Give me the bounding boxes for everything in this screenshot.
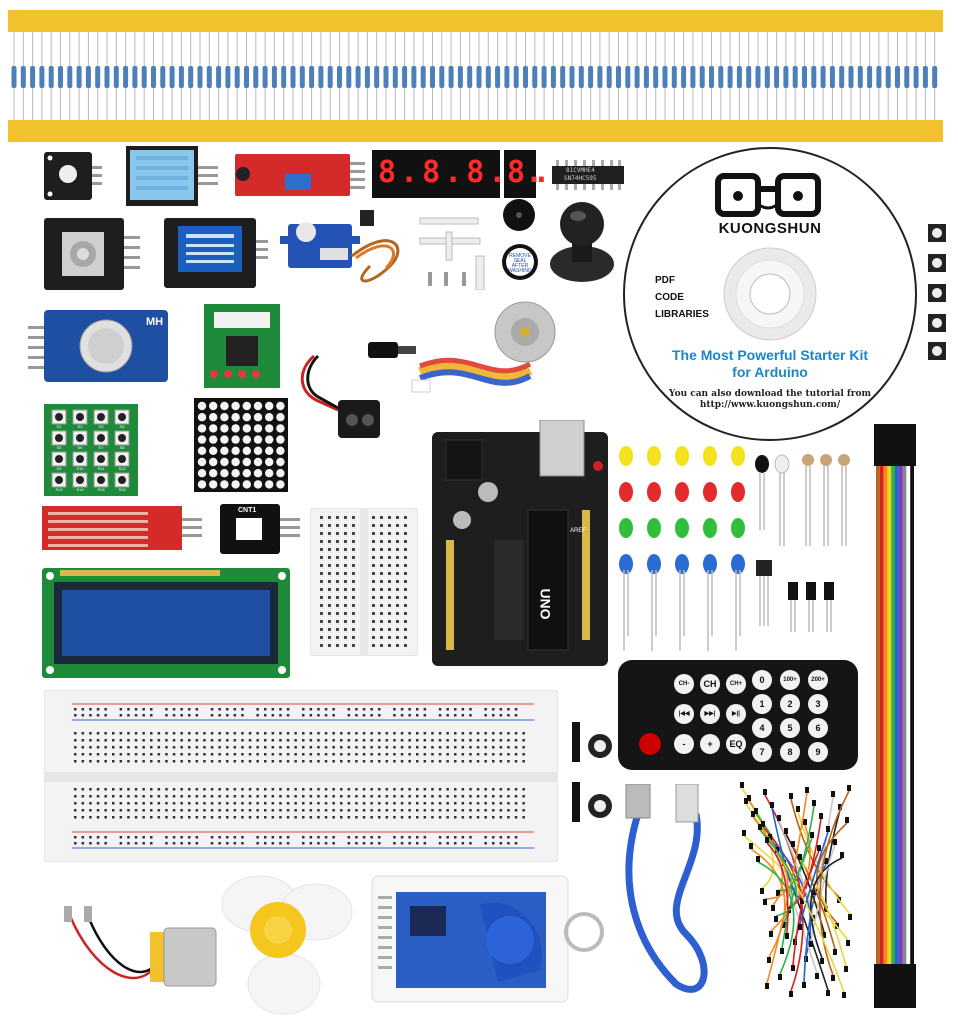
sound-sensor-label: CNT1 [238, 507, 257, 514]
cd-note-line1: You can also download the tutorial from [668, 389, 872, 399]
joystick-module [548, 198, 616, 286]
remote-key[interactable]: 5 [780, 718, 800, 738]
remote-key[interactable]: 6 [808, 718, 828, 738]
led-matrix [194, 398, 288, 492]
keypad-key-label: S16 [118, 487, 126, 492]
remote-key[interactable]: 2 [780, 694, 800, 714]
chip-label-1: 81CVMHE4 [566, 167, 595, 174]
keypad-key-label: S1 [56, 424, 62, 429]
buzzer-sticker-4: WASHING [508, 268, 532, 274]
remote-key[interactable]: + [700, 734, 720, 754]
buzzer-sticker-3: AFTER [511, 263, 529, 269]
relay-module [164, 218, 268, 288]
remote-key[interactable]: 100+ [780, 670, 800, 690]
active-buzzer: REMOVE SEAL AFTER WASHING [500, 242, 540, 282]
cd-list-pdf: PDF [655, 275, 675, 286]
remote-key[interactable]: 200+ [808, 670, 828, 690]
ir-receiver-and-transistors [754, 556, 840, 636]
remote-key[interactable]: ▶|| [726, 704, 746, 724]
keypad-key-label: S9 [56, 466, 62, 471]
servo-horns [418, 210, 488, 290]
buzzer-sticker-1: REMOVE [509, 253, 531, 259]
resistor-strip-graphic [8, 10, 943, 142]
remote-key[interactable]: ▶▶| [700, 704, 720, 724]
remote-key[interactable]: CH [700, 674, 720, 694]
rotary-encoder-module [44, 218, 140, 290]
keypad-key-label: S14 [76, 487, 84, 492]
remote-key[interactable]: 0 [752, 670, 772, 690]
cd-list-libraries: LIBRARIES [655, 309, 709, 320]
keypad-key-label: S8 [119, 445, 125, 450]
sound-sensor-module: CNT1 [220, 504, 300, 554]
remote-key[interactable]: CH+ [726, 674, 746, 694]
cd-brand-name: KUONGSHUN [718, 220, 822, 237]
led-grid [614, 446, 754, 656]
remote-key[interactable]: |◀◀ [674, 704, 694, 724]
lcd-1602-module [42, 568, 290, 678]
stepper-motor [410, 292, 560, 404]
keypad-key-label: S11 [97, 466, 105, 471]
seven-segment-display-4digit: 8.8.8.8. [372, 150, 551, 198]
keypad-key-label: S4 [119, 424, 125, 429]
rfid-module-with-tag [370, 874, 610, 1004]
remote-key[interactable]: CH- [674, 674, 694, 694]
usb-cable [616, 784, 726, 1010]
single-digit-readout: 8. [507, 155, 544, 190]
tutorial-cd: KUONGSHUN PDF CODE LIBRARIES The Most Po… [622, 146, 918, 442]
rtc-label: MH [146, 316, 164, 328]
cd-title-line1: The Most Powerful Starter Kit [671, 347, 869, 363]
remote-key[interactable]: 1 [752, 694, 772, 714]
cd-list-code: CODE [655, 292, 684, 303]
dc-jack-battery-clip [298, 330, 418, 440]
remote-key[interactable]: 7 [752, 742, 772, 762]
arduino-uno-board: UNO AREF [432, 420, 608, 666]
dht11-sensor-module [126, 146, 218, 206]
seven-segment-display-1digit: 8. [504, 150, 543, 198]
remote-key[interactable]: 8 [780, 742, 800, 762]
tactile-buttons [926, 222, 948, 362]
jumper-wires [732, 768, 868, 1012]
keypad-key-label: S13 [55, 487, 63, 492]
remote-key[interactable]: EQ [726, 734, 746, 754]
sound-module [235, 150, 365, 198]
arduino-pin-label: AREF [570, 528, 587, 534]
owl-logo-icon [715, 173, 821, 217]
passive-buzzer [500, 196, 538, 234]
keypad-key-label: S12 [118, 466, 126, 471]
shift-register-chip: 81CVMHE4 SN74HC595 [552, 160, 624, 190]
resistor-strip [8, 10, 943, 142]
keypad-key-label: S5 [56, 445, 62, 450]
dc-motor-with-fan [64, 872, 364, 1018]
buzzer-sticker-2: SEAL [513, 258, 527, 264]
rtc-module: MH [28, 310, 170, 382]
remote-key[interactable]: 3 [808, 694, 828, 714]
remote-key[interactable]: 4 [752, 718, 772, 738]
remote-key[interactable]: - [674, 734, 694, 754]
full-breadboard [44, 690, 558, 862]
keypad-key-label: S10 [76, 466, 84, 471]
keypad-key-label: S15 [97, 487, 105, 492]
dupont-ribbon-cable [870, 424, 920, 1008]
servo-motor [280, 206, 410, 298]
keypad-key-label: S3 [98, 424, 104, 429]
cd-title-line2: for Arduino [732, 364, 808, 380]
potentiometers [566, 718, 616, 826]
water-level-sensor [42, 504, 202, 552]
rgb-and-photoresistors [752, 450, 852, 550]
cd-note-line2: http://www.kuongshun.com/ [699, 400, 841, 410]
chip-label-2: SN74HC595 [564, 175, 597, 182]
stepper-driver-board [204, 304, 280, 388]
keypad-key-label: S2 [77, 424, 83, 429]
keypad-key-label: S7 [98, 445, 104, 450]
mini-breadboard [310, 508, 418, 656]
arduino-logo-text: UNO [537, 588, 554, 620]
led-sensor-module [44, 152, 102, 200]
remote-key[interactable]: 9 [808, 742, 828, 762]
keypad-key-label: S6 [77, 445, 83, 450]
